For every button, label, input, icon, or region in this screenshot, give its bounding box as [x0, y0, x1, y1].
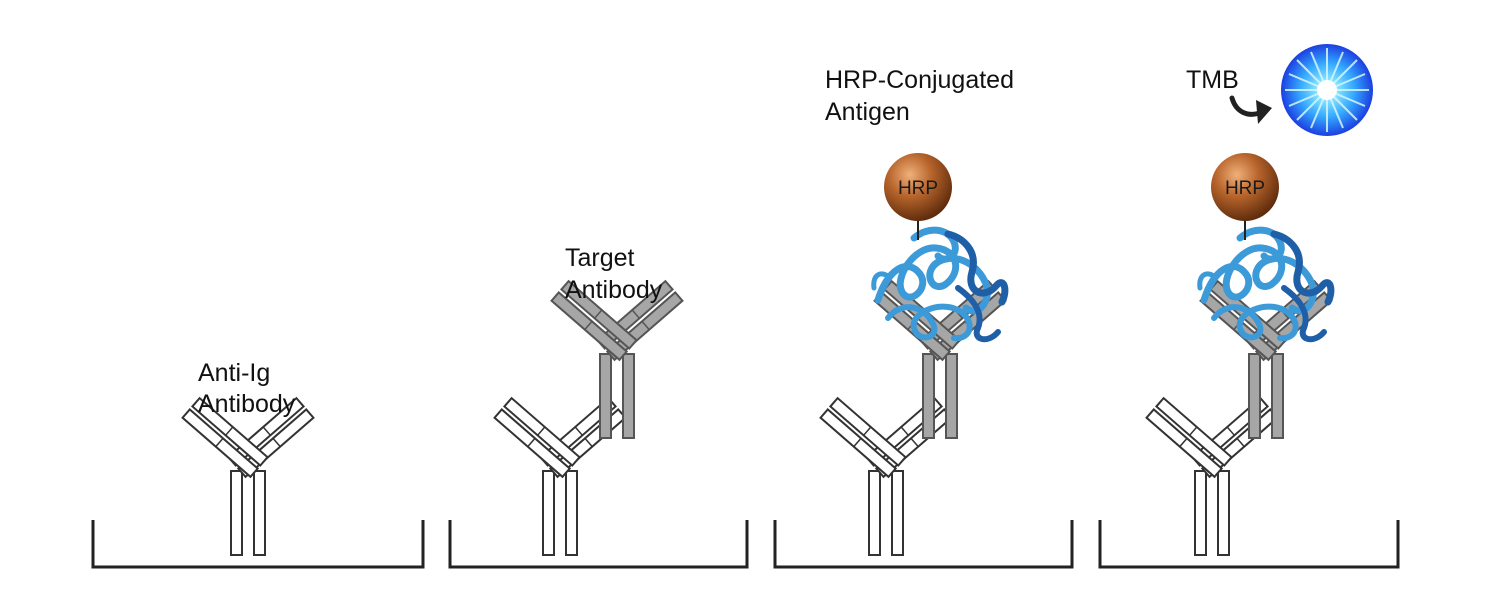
anti-ig-label-line1: Anti-Ig — [198, 359, 270, 387]
hrp-badge-1: HRP — [898, 178, 938, 199]
hrp-antigen-label-line1: HRP-Conjugated — [825, 66, 1014, 94]
tmb-label: TMB — [1186, 66, 1239, 94]
well-3 — [773, 520, 1074, 569]
well-2 — [448, 520, 749, 569]
hrp-badge-2: HRP — [1225, 178, 1265, 199]
hrp-bead-4 — [1211, 153, 1279, 221]
tmb-glow-icon — [1281, 44, 1373, 136]
well-1 — [91, 520, 425, 569]
anti-ig-antibody-1 — [181, 397, 315, 556]
anti-ig-label-line2: Antibody — [198, 390, 296, 418]
hrp-antigen-label-line2: Antigen — [825, 98, 910, 126]
hrp-bead-3 — [884, 153, 952, 221]
tmb-arrowhead-icon — [1256, 100, 1272, 124]
target-label-line2: Antibody — [565, 276, 663, 304]
target-label-line1: Target — [565, 244, 635, 272]
well-4 — [1098, 520, 1400, 569]
